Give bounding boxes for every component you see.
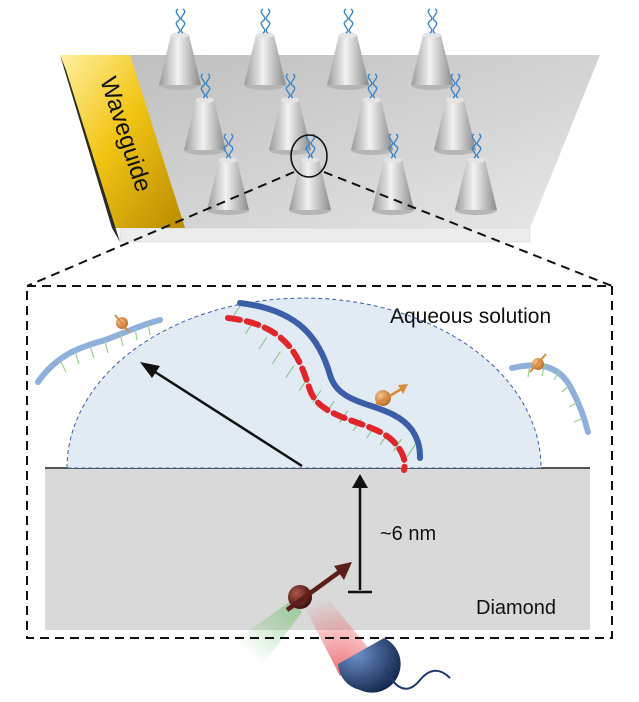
free-strand-left — [35, 314, 163, 385]
free-right-spin-arrow — [529, 353, 547, 373]
pillar-body — [455, 160, 497, 210]
pillar-body — [327, 35, 369, 85]
dna-red-strand — [225, 315, 408, 473]
pillar-body — [244, 35, 286, 85]
detector-dome — [338, 638, 401, 693]
pillar-dna — [200, 73, 211, 99]
pillar-top — [301, 157, 319, 163]
pillar-dna — [305, 133, 316, 159]
pillar — [434, 73, 476, 155]
dna-blue-strand — [237, 300, 423, 461]
pillar-dna — [388, 133, 399, 159]
waveguide-strip — [60, 55, 185, 228]
zoom-panel — [35, 297, 591, 676]
pillar-dna — [450, 73, 461, 99]
pillar — [372, 133, 414, 215]
pillar-top — [467, 157, 485, 163]
bound-spin-arrow — [375, 386, 404, 406]
nv-spin-arrowhead — [334, 562, 352, 580]
pillar-dna — [427, 8, 438, 34]
pillar-body — [184, 100, 226, 150]
photodetector — [338, 638, 451, 693]
pillar — [455, 133, 497, 215]
pillar — [327, 8, 369, 90]
aqueous-solution-label: Aqueous solution — [390, 305, 551, 328]
bound-dna — [225, 300, 423, 473]
pillar-top — [384, 157, 402, 163]
pillar — [184, 73, 226, 155]
depth-arrow-head-top — [352, 474, 368, 488]
free-strand-right — [509, 353, 591, 435]
pillar — [244, 8, 286, 90]
pillar-dna — [175, 8, 186, 34]
free-strand-left-backbone — [35, 317, 163, 385]
pillar-top — [363, 97, 381, 103]
pillar-dna — [260, 8, 271, 34]
pillar-top — [256, 32, 274, 38]
zoom-panel-border — [26, 285, 613, 639]
distance-label: ~6 nm — [380, 523, 436, 545]
radius-arrowhead — [140, 362, 160, 378]
pillar-body — [411, 35, 453, 85]
green-fluorescence-beam — [222, 600, 302, 674]
pillar-dna — [343, 8, 354, 34]
free-left-spin-arrow — [114, 314, 130, 333]
pillar — [207, 133, 249, 215]
free-strand-left-bases — [59, 322, 151, 373]
pillar-dna — [367, 73, 378, 99]
radius-arrow — [151, 368, 303, 468]
nv-spin-arrow — [285, 568, 344, 612]
pillar-dna — [223, 133, 234, 159]
diamond-label: Diamond — [476, 597, 556, 619]
pillar — [159, 8, 201, 90]
pillar-dna — [285, 73, 296, 99]
bound-spin-arrowhead — [398, 384, 408, 394]
zoom-circle — [290, 134, 328, 178]
pillar-dna — [471, 133, 482, 159]
pillar — [411, 8, 453, 90]
waveguide-side — [60, 55, 120, 242]
free-strand-right-bases — [527, 363, 584, 423]
pillar-top — [423, 32, 441, 38]
detector-signal-wave — [385, 669, 451, 690]
pillar-top — [446, 97, 464, 103]
pillar-body — [372, 160, 414, 210]
zoom-line-left — [26, 171, 295, 287]
pillar-body — [159, 35, 201, 85]
pillar-top — [339, 32, 357, 38]
pillar-top — [281, 97, 299, 103]
pillar-top — [171, 32, 189, 38]
chip-front-side — [119, 227, 531, 243]
depth-arrow — [348, 474, 372, 594]
pillar-body — [351, 100, 393, 150]
pillar-top — [196, 97, 214, 103]
pillar-top — [219, 157, 237, 163]
pillar-body — [434, 100, 476, 150]
cone-array — [159, 8, 497, 215]
pillar-body — [207, 160, 249, 210]
pillar — [351, 73, 393, 155]
zoom-line-right — [323, 171, 613, 287]
